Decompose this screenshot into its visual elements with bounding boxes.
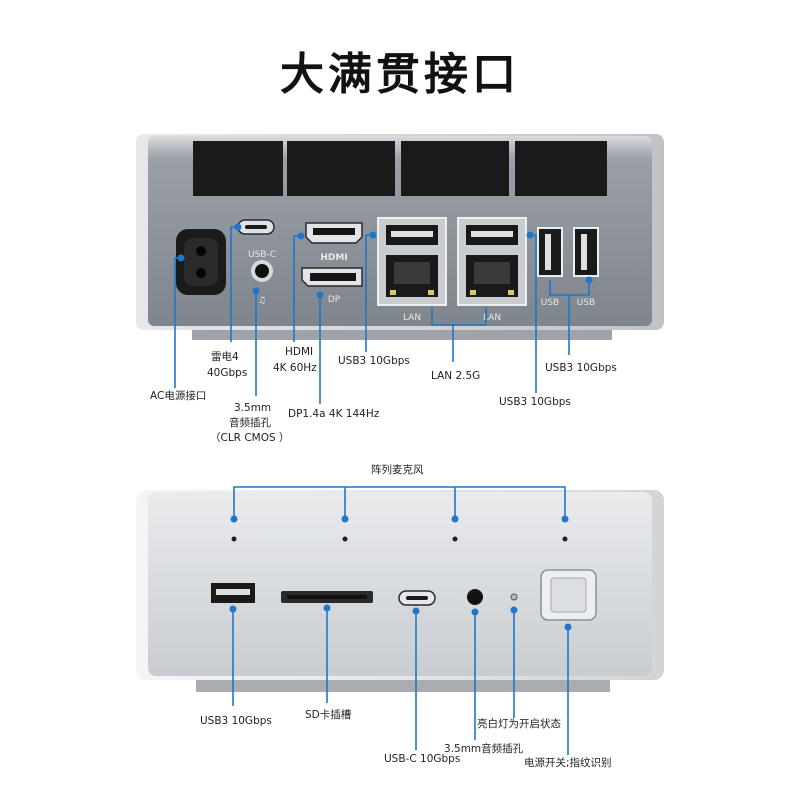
label-front-audio: 3.5mm音频插孔 <box>444 743 524 755</box>
microphone-hole <box>562 536 568 542</box>
lan-port-text-2: LAN <box>483 313 501 323</box>
label-hdmi-2: 4K 60Hz <box>273 362 317 374</box>
vent-grille <box>287 141 395 196</box>
lan-port-block-1 <box>377 217 447 306</box>
label-power: 电源开关;指纹识别 <box>524 757 612 769</box>
label-ac: AC电源接口 <box>150 390 207 402</box>
label-usb3-c: USB3 10Gbps <box>545 362 617 374</box>
hdmi-port <box>305 222 363 244</box>
vent-grilles <box>193 141 607 196</box>
front-panel <box>148 492 652 676</box>
dp-port-text: DP <box>328 295 341 305</box>
usb-c-port-text: USB-C <box>248 250 276 260</box>
front-device <box>136 490 664 692</box>
label-thunderbolt-1: 雷电4 <box>211 351 239 363</box>
label-front-usb3: USB3 10Gbps <box>200 715 272 727</box>
front-callout-dots <box>229 515 572 631</box>
front-usb-a-port <box>211 583 255 603</box>
vent-grille <box>401 141 509 196</box>
rear-device: USB-C ♫ HDMI DP <box>136 134 664 340</box>
label-audio-2: 音频插孔 <box>229 417 271 429</box>
label-usb3-a: USB3 10Gbps <box>338 355 410 367</box>
hdmi-logo-icon: HDMI <box>320 253 347 263</box>
displayport-port <box>301 267 363 287</box>
lan-port-block-2 <box>457 217 527 306</box>
label-audio-1: 3.5mm <box>234 402 272 414</box>
sd-card-slot <box>281 591 373 603</box>
usb-port-text-1: USB <box>541 298 559 308</box>
audio-jack <box>255 264 269 278</box>
label-lan: LAN 2.5G <box>431 370 481 382</box>
label-sd: SD卡插槽 <box>305 709 352 721</box>
front-usb-c-port <box>398 590 436 606</box>
label-audio-3: （CLR CMOS ） <box>210 432 290 444</box>
status-led <box>510 593 518 601</box>
usb-a-vertical-port-2 <box>573 227 599 277</box>
page-title: 大满贯接口 <box>280 49 520 100</box>
power-fingerprint-button <box>540 569 597 621</box>
usb-c-port <box>237 219 275 235</box>
vent-grille <box>193 141 283 196</box>
label-thunderbolt-2: 40Gbps <box>207 367 248 379</box>
callout-mic-bracket <box>233 486 566 518</box>
headphone-icon: ♫ <box>258 296 266 306</box>
front-audio-jack <box>467 589 483 605</box>
label-usb3-b: USB3 10Gbps <box>499 396 571 408</box>
microphone-hole <box>342 536 348 542</box>
label-front-usbc: USB-C 10Gbps <box>384 753 461 765</box>
lan-port-text-1: LAN <box>403 313 421 323</box>
front-callout-lines <box>232 486 569 755</box>
label-dp: DP1.4a 4K 144Hz <box>288 408 380 420</box>
rear-callout-dots <box>177 223 593 299</box>
microphone-hole <box>452 536 458 542</box>
label-led: 亮白灯为开启状态 <box>477 718 561 730</box>
callout-lan-bracket <box>431 307 487 326</box>
label-mic: 阵列麦克风 <box>371 464 424 476</box>
vent-grille <box>515 141 607 196</box>
usb-a-vertical-port-1 <box>537 227 563 277</box>
microphone-hole <box>231 536 237 542</box>
ac-power-port <box>176 229 226 295</box>
label-hdmi-1: HDMI <box>285 346 314 358</box>
usb-port-text-2: USB <box>577 298 595 308</box>
